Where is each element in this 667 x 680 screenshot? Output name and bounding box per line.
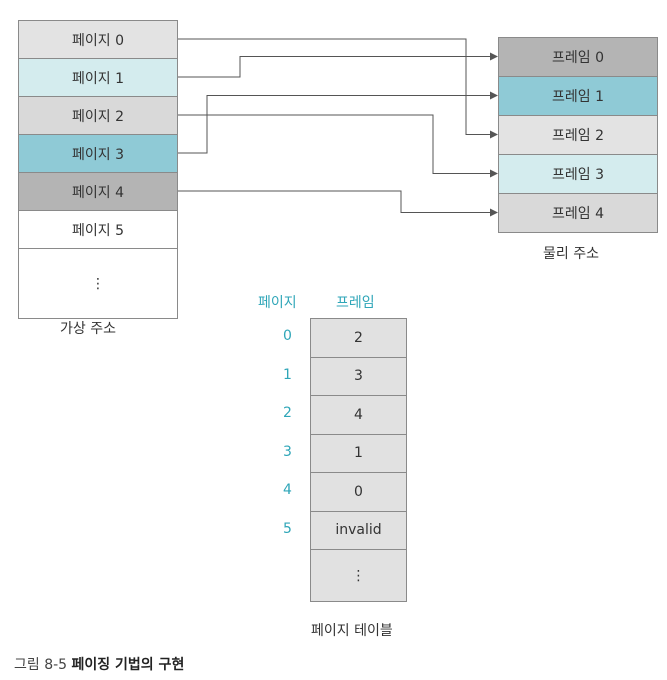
page-table-page-4: 4 bbox=[283, 482, 292, 498]
page-table-page-2: 2 bbox=[283, 405, 292, 421]
page-table-frame-1: 3 bbox=[310, 356, 407, 396]
mapping-arrow-page-0 bbox=[178, 38, 498, 139]
virtual-page-ellipsis: ⋮ bbox=[18, 248, 178, 319]
mapping-arrow-page-1 bbox=[178, 52, 498, 78]
figure-number: 그림 8-5 bbox=[14, 657, 68, 673]
page-table-frame-5: invalid bbox=[310, 510, 407, 550]
page-table-frame-2: 4 bbox=[310, 395, 407, 435]
page-table-ellipsis: ⋮ bbox=[310, 549, 407, 602]
physical-frame-4: 프레임 4 bbox=[498, 193, 658, 233]
page-table-caption: 페이지 테이블 bbox=[311, 623, 393, 639]
page-table-header-page: 페이지 bbox=[258, 295, 297, 311]
page-table-frame-3: 1 bbox=[310, 433, 407, 473]
virtual-page-3: 페이지 3 bbox=[18, 134, 178, 173]
figure-caption: 그림 8-5 페이징 기법의 구현 bbox=[14, 654, 184, 674]
mapping-arrow-page-4 bbox=[178, 190, 498, 217]
virtual-page-2: 페이지 2 bbox=[18, 96, 178, 135]
figure-title: 페이징 기법의 구현 bbox=[71, 657, 185, 673]
physical-frame-3: 프레임 3 bbox=[498, 154, 658, 194]
page-table-page-3: 3 bbox=[283, 443, 292, 460]
virtual-page-5: 페이지 5 bbox=[18, 210, 178, 249]
physical-frame-0: 프레임 0 bbox=[498, 37, 658, 77]
physical-frame-2: 프레임 2 bbox=[498, 115, 658, 155]
physical-address-caption: 물리 주소 bbox=[543, 246, 599, 262]
virtual-address-caption: 가상 주소 bbox=[60, 321, 116, 337]
page-table-page-0: 0 bbox=[283, 328, 292, 344]
physical-frame-1: 프레임 1 bbox=[498, 76, 658, 116]
page-table-page-5: 5 bbox=[283, 520, 292, 537]
page-table-header-frame: 프레임 bbox=[336, 295, 375, 311]
virtual-page-4: 페이지 4 bbox=[18, 172, 178, 211]
page-table-frame-4: 0 bbox=[310, 472, 407, 512]
virtual-page-0: 페이지 0 bbox=[18, 20, 178, 59]
page-table-frame-0: 2 bbox=[310, 318, 407, 358]
mapping-arrow-page-3 bbox=[178, 91, 498, 154]
page-table-page-1: 1 bbox=[283, 366, 292, 383]
virtual-page-1: 페이지 1 bbox=[18, 58, 178, 97]
mapping-arrow-page-2 bbox=[178, 114, 498, 178]
